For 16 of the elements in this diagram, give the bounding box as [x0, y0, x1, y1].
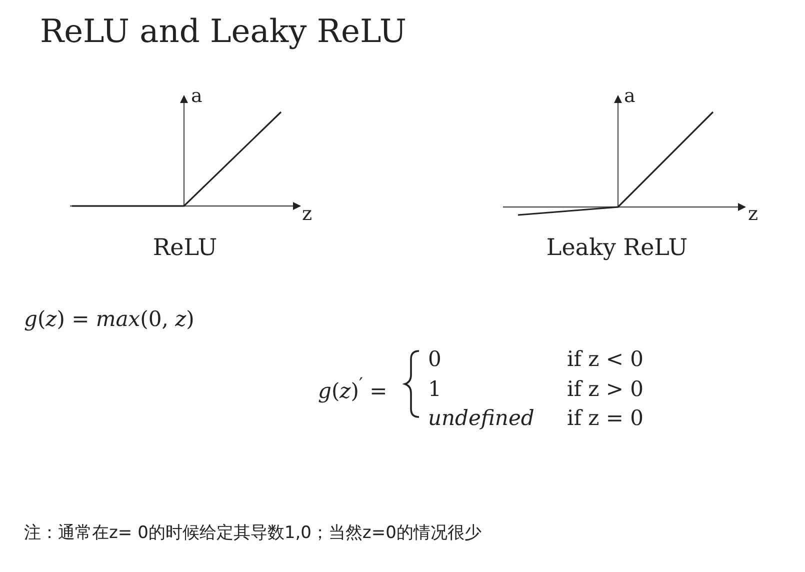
axis-label: a	[624, 86, 636, 107]
title: ReLU and Leaky ReLU	[40, 14, 406, 50]
formula: g(z) = max(0, z)	[24, 308, 194, 332]
note-text: 注：通常在z= 0的时候给定其导数1,0；当然z=0的情况很少	[24, 524, 482, 543]
formula: undefined	[428, 407, 534, 430]
formula: if z = 0	[567, 407, 644, 430]
formula: if z < 0	[567, 348, 644, 372]
formula: 0	[428, 348, 442, 372]
axis-label: a	[191, 86, 202, 107]
formula: if z > 0	[567, 378, 644, 402]
plot-caption: Leaky ReLU	[546, 236, 688, 262]
formula: 1	[428, 378, 442, 402]
axis-label: z	[302, 204, 312, 225]
axis-label: z	[748, 204, 758, 225]
formula: g(z)$^{′}$ =	[318, 376, 388, 404]
plot-caption: ReLU	[152, 236, 218, 262]
